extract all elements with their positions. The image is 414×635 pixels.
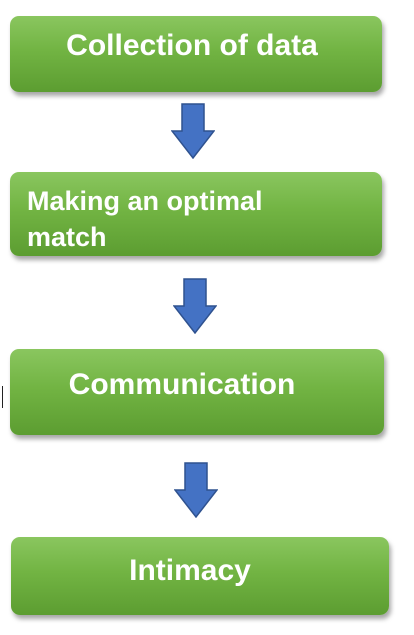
down-arrow-icon [173,278,217,334]
step-collection-of-data: Collection of data [10,16,382,92]
step-making-optimal-match: Making an optimal match [10,172,382,256]
step-label: Intimacy [129,554,251,587]
step-intimacy: Intimacy [11,537,389,615]
text-cursor-mark [2,386,3,408]
step-label: Making an optimal match [27,186,263,252]
step-label: Communication [68,368,296,401]
step-communication: Communication [10,349,384,435]
down-arrow-icon [171,103,215,159]
down-arrow-icon [174,462,218,518]
step-label: Collection of data [66,29,318,62]
